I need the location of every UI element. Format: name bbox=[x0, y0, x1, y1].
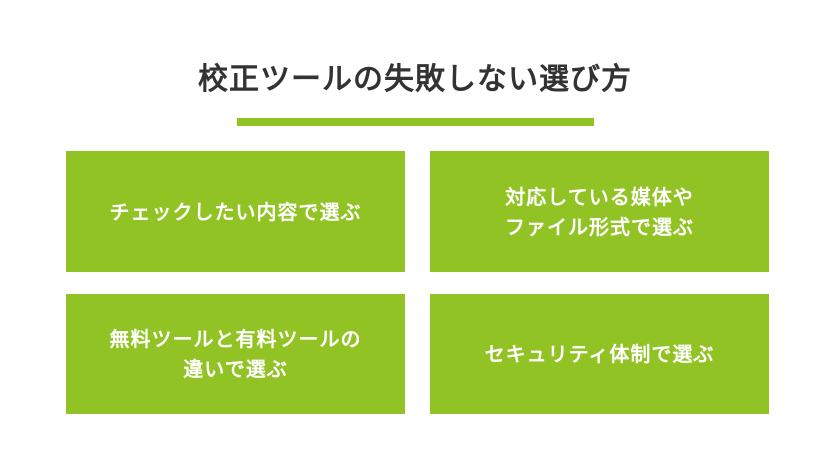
card-check-content: チェックしたい内容で選ぶ bbox=[66, 151, 405, 272]
card-security: セキュリティ体制で選ぶ bbox=[430, 294, 769, 414]
card-label: 無料ツールと有料ツールの 違いで選ぶ bbox=[109, 327, 362, 381]
card-label: チェックしたい内容で選ぶ bbox=[109, 199, 362, 224]
page-title: 校正ツールの失敗しない選び方 bbox=[198, 62, 632, 97]
card-label: セキュリティ体制で選ぶ bbox=[484, 342, 715, 366]
card-label: 対応している媒体や ファイル形式で選ぶ bbox=[505, 184, 694, 239]
card-free-vs-paid: 無料ツールと有料ツールの 違いで選ぶ bbox=[66, 294, 405, 414]
card-media-file-format: 対応している媒体や ファイル形式で選ぶ bbox=[430, 151, 769, 272]
title-underline bbox=[237, 118, 594, 126]
